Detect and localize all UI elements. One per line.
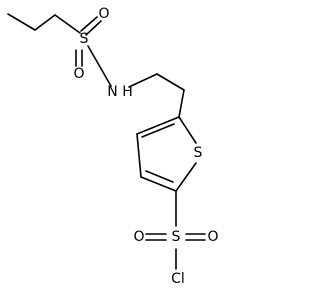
- bond-c1-c2: [7, 13, 36, 31]
- bond-ring-c3-c4: [136, 133, 142, 178]
- bonds: [7, 13, 206, 270]
- bond-c3-s: [54, 14, 81, 34]
- bond-s-o-up-1: [80, 16, 98, 32]
- label-o-bottom-a: O: [207, 229, 218, 245]
- label-s-ring: S: [194, 145, 203, 161]
- label-s-bottom: S: [172, 229, 181, 245]
- bond-c4-c5: [156, 73, 185, 91]
- bond-ring-c4-c5: [140, 176, 177, 192]
- bond-ring-c2-c3: [136, 116, 180, 135]
- bond-n-c4: [128, 73, 158, 88]
- label-o-top-b: O: [73, 66, 84, 82]
- label-o-top-a: O: [98, 6, 109, 22]
- bond-c2-c3: [34, 14, 56, 31]
- bond-ring-s-c2: [178, 116, 197, 144]
- atom-labels: S O O N H S S O O Cl: [73, 6, 218, 287]
- label-o-bottom-b: O: [133, 229, 144, 245]
- label-cl: Cl: [171, 271, 185, 287]
- bond-ring-c5-s: [175, 162, 197, 192]
- bond-ring-c4-c5-inner: [145, 170, 174, 183]
- bond-c5-ring: [178, 89, 185, 118]
- label-s-top: S: [80, 31, 89, 47]
- bond-s-n: [87, 45, 112, 87]
- bond-s-o-up-2: [85, 20, 102, 36]
- label-nh: N H: [107, 84, 132, 100]
- bond-ring-c2-c3-inner: [141, 123, 175, 138]
- molecule-diagram: S O O N H S S O O Cl: [7, 6, 219, 287]
